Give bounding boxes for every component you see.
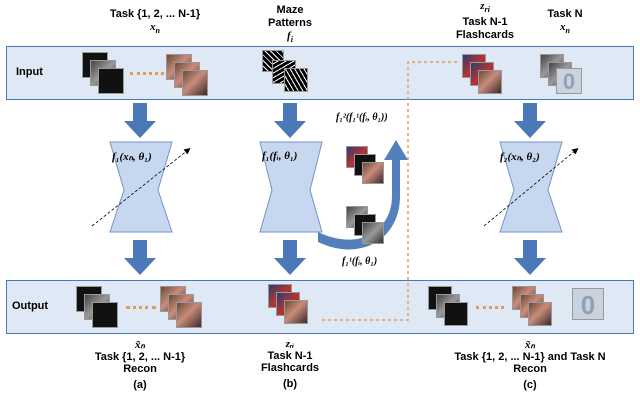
- output-b-thumb-3: [284, 300, 308, 324]
- footer-b-var: zᵣᵢ: [285, 338, 295, 350]
- header-a-title: Task {1, 2, ... N-1}: [109, 8, 201, 20]
- dotted-connector: [322, 61, 458, 321]
- loop-label-bottom: f₁¹(fᵢ, θ₁): [342, 256, 378, 267]
- header-c-title2: Flashcards: [455, 29, 515, 42]
- output-c-thumb-3: [444, 302, 468, 326]
- arrow-down-a-top: [124, 103, 156, 138]
- header-task-1-to-n-minus-1: Task {1, 2, ... N-1} xn: [80, 8, 230, 37]
- header-b-var: fi: [287, 30, 293, 45]
- header-c-var: zri: [480, 0, 490, 15]
- header-d-var: xn: [560, 21, 570, 36]
- output-c-thumb-6: [528, 302, 552, 326]
- input-a-ellipsis: [130, 72, 164, 75]
- header-maze-patterns: Maze Patterns fi: [240, 4, 340, 46]
- footer-c-tag: (c): [523, 379, 537, 391]
- footer-b-line1: Task N-1: [267, 350, 313, 362]
- function-label-c: f₂(xₙ, θ₂): [500, 151, 540, 163]
- arrow-down-b-top: [274, 103, 306, 138]
- header-b-title1: Maze: [276, 4, 304, 16]
- output-a-thumb-6: [176, 302, 202, 328]
- output-label: Output: [12, 300, 49, 312]
- output-c-ellipsis: [476, 306, 504, 309]
- header-flashcards: zri Task N-1 Flashcards: [435, 0, 535, 42]
- network-b-hourglass: [259, 141, 323, 233]
- footer-a-var: x̃ₙ: [135, 339, 145, 351]
- input-a-thumb-6: [182, 70, 208, 96]
- footer-c-line2: Recon: [513, 363, 547, 375]
- header-a-var: xn: [150, 21, 160, 36]
- input-n-digit-thumb: 0: [556, 68, 582, 94]
- footer-a-line1: Task {1, 2, ... N-1}: [94, 351, 186, 363]
- footer-b: zᵣᵢ Task N-1 Flashcards (b): [240, 338, 340, 390]
- arrow-down-c-bottom: [514, 240, 546, 275]
- footer-b-line2: Flashcards: [260, 362, 320, 374]
- footer-c-var: x̃ₙ: [525, 339, 535, 351]
- function-label-a: f₁(xₙ, θ₁): [112, 151, 152, 163]
- input-maze-thumb-3: [284, 68, 308, 92]
- footer-a-tag: (a): [133, 379, 147, 391]
- output-a-thumb-3: [92, 302, 118, 328]
- footer-c-line1: Task {1, 2, ... N-1} and Task N: [454, 351, 606, 363]
- footer-c: x̃ₙ Task {1, 2, ... N-1} and Task N Reco…: [430, 338, 630, 391]
- header-c-title1: Task N-1: [462, 16, 508, 29]
- input-flash-thumb-3: [478, 70, 502, 94]
- footer-a-line2: Recon: [123, 363, 157, 375]
- arrow-down-a-bottom: [124, 240, 156, 275]
- arrow-down-b-bottom: [274, 240, 306, 275]
- header-b-title2: Patterns: [267, 17, 313, 29]
- header-task-n: Task N xn: [525, 8, 605, 37]
- network-a-diagonal: [91, 148, 191, 227]
- input-label: Input: [16, 66, 43, 78]
- footer-a: x̃ₙ Task {1, 2, ... N-1} Recon (a): [60, 338, 220, 391]
- input-a-thumb-3: [98, 68, 124, 94]
- output-a-ellipsis: [126, 306, 156, 309]
- loop-label-top: f₁²(f₁¹(fᵢ, θ₁)): [336, 112, 388, 123]
- header-d-title: Task N: [547, 8, 583, 20]
- loop-arrow-b: [318, 140, 408, 250]
- arrow-down-c-top: [514, 103, 546, 138]
- loop-thumb-top-3: [362, 162, 384, 184]
- loop-thumb-bottom-3: [362, 222, 384, 244]
- function-label-b: f₁(fᵢ, θ₁): [262, 150, 298, 162]
- output-c-digit-thumb: 0: [572, 288, 604, 320]
- footer-b-tag: (b): [282, 378, 298, 390]
